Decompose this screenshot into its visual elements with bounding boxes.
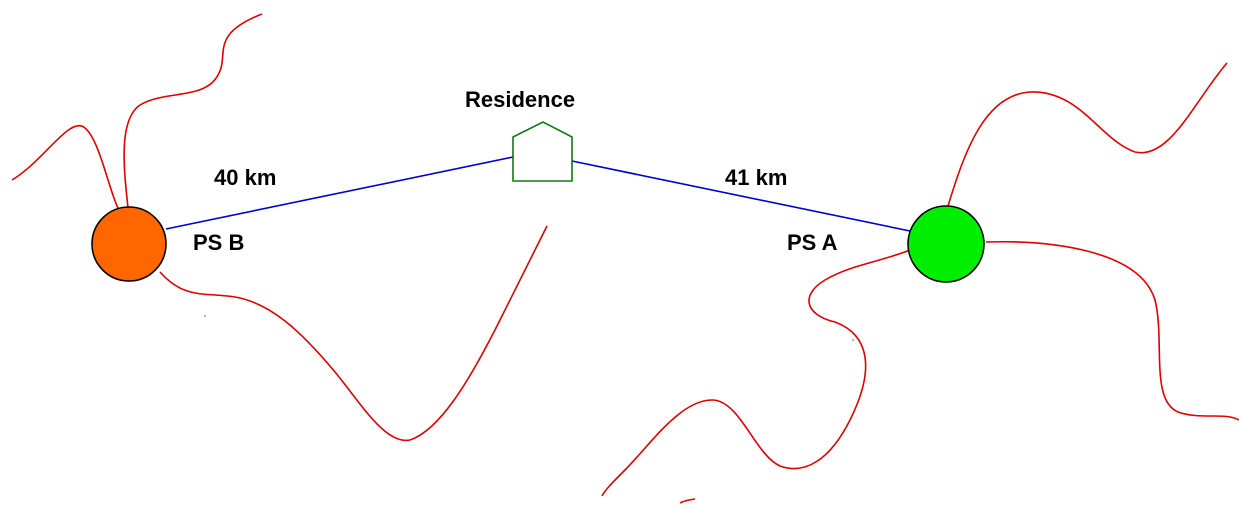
station-ps-a (907, 205, 985, 283)
road-a-3 (601, 249, 911, 497)
link-ps-b-residence (165, 156, 514, 230)
road-b-1 (123, 13, 263, 209)
distance-a-label: 41 km (725, 165, 788, 190)
residence-icon (512, 121, 573, 182)
roads-ps-b (11, 13, 548, 442)
road-b-3 (159, 225, 548, 442)
link-residence-ps-a (571, 160, 911, 232)
road-a-4 (679, 498, 696, 504)
road-b-2 (11, 125, 120, 211)
stray-dot (204, 315, 206, 317)
stray-dot (852, 339, 854, 341)
residence-label: Residence (465, 87, 576, 112)
station-ps-b (91, 206, 167, 282)
road-a-1 (947, 62, 1228, 207)
station-b-label: PS B (193, 230, 245, 255)
station-a-label: PS A (787, 230, 838, 255)
road-a-2 (985, 240, 1239, 421)
distance-b-label: 40 km (214, 165, 277, 190)
roads-ps-a (601, 62, 1239, 504)
